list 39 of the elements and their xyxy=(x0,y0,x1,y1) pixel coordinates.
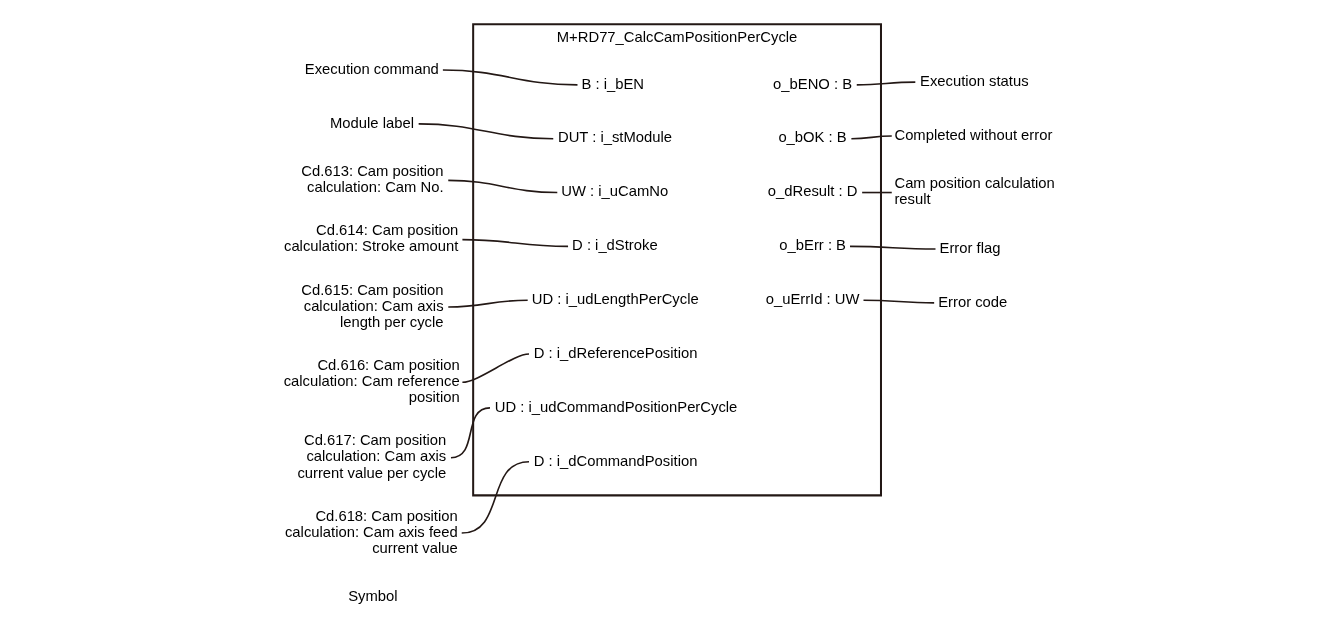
node-text: D : i_dStroke xyxy=(571,237,658,254)
connector xyxy=(441,69,578,86)
node-text: D : i_dCommandPosition xyxy=(533,452,697,469)
connector xyxy=(446,179,558,194)
node-text: UD : i_udCommandPositionPerCycle xyxy=(494,398,737,415)
node-text: Cd.618: Cam position calculation: Cam axis feed current value xyxy=(284,507,458,556)
node-text: UW : i_uCamNo xyxy=(560,183,668,200)
connector xyxy=(417,123,554,140)
node-text: B : i_bEN xyxy=(581,75,644,92)
node-text: UD : i_udLengthPerCycle xyxy=(531,290,699,307)
node-text: Error flag xyxy=(939,239,1000,256)
node-text: Cd.614: Cam position calculation: Stroke amount xyxy=(283,222,458,255)
connector xyxy=(860,191,893,194)
node-text: Execution status xyxy=(919,72,1029,89)
label: Symbol xyxy=(347,588,398,605)
connector xyxy=(446,299,528,308)
node-text: o_bOK : B xyxy=(777,129,847,146)
node-text: D : i_dReferencePosition xyxy=(533,344,697,361)
connector xyxy=(461,353,530,384)
connector xyxy=(460,460,530,534)
node-text: Cd.613: Cam position calculation: Cam No. xyxy=(300,163,444,196)
connector xyxy=(848,245,936,250)
node-text: Cd.615: Cam position calculation: Cam axis length per cycle xyxy=(300,281,444,330)
node-text: DUT : i_stModule xyxy=(557,129,672,146)
node-text: o_dResult : D xyxy=(767,183,857,200)
node-text: Cd.617: Cam position calculation: Cam axis current value per cycle xyxy=(296,432,446,481)
node-text: o_bErr : B xyxy=(778,237,846,254)
connector xyxy=(461,238,569,248)
node-text: Execution command xyxy=(304,60,439,77)
connector xyxy=(850,135,893,140)
node-text: Module label xyxy=(329,114,414,131)
connector xyxy=(862,299,935,304)
node-text: Completed without error xyxy=(893,126,1052,143)
node-text: Error code xyxy=(937,293,1007,310)
node-text: Cd.616: Cam position calculation: Cam reference position xyxy=(283,356,460,406)
connector xyxy=(855,81,916,86)
node-text: o_bENO : B xyxy=(772,75,852,92)
node-text: o_uErrId : UW xyxy=(765,290,859,307)
node-text: Cam position calculation result xyxy=(893,175,1055,208)
